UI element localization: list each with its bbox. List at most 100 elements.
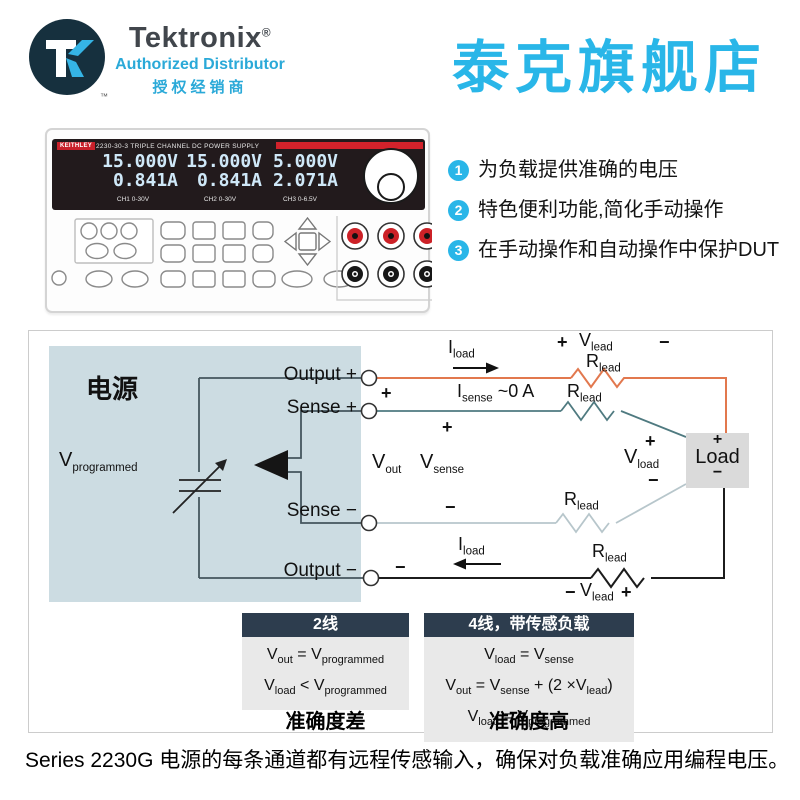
current-arrow-right-icon (453, 362, 499, 374)
tm-mark: ™ (100, 92, 108, 101)
ch3-label: CH3 0-6.5V (283, 196, 317, 203)
resistor-icon (555, 512, 610, 534)
brand-name: Tektronix® (128, 22, 272, 54)
i-load-label: Iload (448, 337, 475, 361)
v-lead-minus-sign: − (659, 332, 670, 352)
opamp-triangle-icon (254, 450, 288, 480)
i-sense-label: Isense ~0 A (457, 381, 535, 405)
remote-sense-diagram: 电源 Vprogrammed Output + Sense + Sense − … (28, 330, 773, 742)
display-voltages: 15.000V 15.000V 5.000V (88, 153, 340, 171)
feature-item: 1 为负载提供准确的电压 (448, 158, 798, 183)
load-minus-sign: − (712, 464, 723, 481)
ch3-current: 2.071A (272, 170, 338, 191)
ch3-voltage: 5.000V (272, 151, 338, 172)
four-wire-table: 4线，带传感负载 Vload = Vsense Vout = Vsense + … (424, 613, 634, 742)
v-lead-plus-sign: + (557, 332, 568, 352)
v-lead-label: Vlead (580, 580, 614, 604)
bottom-caption: Series 2230G 电源的每条通道都有远程传感输入，确保对负载准确应用编程… (25, 749, 790, 772)
v-sense-minus-sign: − (445, 497, 456, 517)
load-plus-sign: + (712, 431, 723, 448)
channel-labels: CH1 0-30V CH2 0-30V CH3 0-6.5V (88, 196, 340, 203)
feature-item: 3 在手动操作和自动操作中保护DUT (448, 238, 798, 263)
source-arrowhead-icon (215, 459, 227, 471)
brand-tagline: Authorized Distributor (115, 56, 285, 73)
r-lead-label: Rlead (564, 489, 599, 513)
terminal-label-sense-pos: Sense + (286, 397, 357, 418)
load-label: Load (695, 446, 740, 468)
store-title: 泰克旗舰店 (452, 36, 767, 100)
v-load-label: Vload (624, 446, 660, 471)
two-wire-verdict: 准确度差 (285, 711, 366, 733)
ch1-voltage: 15.000V (102, 151, 178, 172)
resistor-icon (590, 567, 645, 589)
four-wire-header: 4线，带传感负载 (424, 613, 634, 637)
terminal-label-output-pos: Output + (283, 364, 357, 385)
supply-label: 电源 (86, 374, 139, 404)
binding-posts-red (341, 222, 432, 250)
resistor-icon (560, 400, 615, 422)
power-button-icon (51, 270, 67, 286)
v-out-minus-sign: − (395, 557, 406, 577)
four-wire-verdict: 准确度高 (489, 711, 569, 733)
v-programmed-label: Vprogrammed (59, 449, 138, 474)
v-sense-plus-sign: + (442, 417, 453, 437)
terminal-sense-minus-icon (360, 514, 378, 532)
terminal-label-sense-neg: Sense − (286, 500, 357, 521)
ch2-current: 0.841A (196, 170, 262, 191)
feature-text: 为负载提供准确的电压 (478, 159, 678, 181)
terminal-label-output-neg: Output − (283, 560, 357, 581)
load-box-labels: + Load − (686, 431, 749, 488)
equation: Vout = Vprogrammed (266, 646, 385, 667)
equation: Vout = Vsense + (2 ×Vlead) (445, 677, 613, 698)
wire-sense-neg (377, 483, 687, 524)
rotary-knob-icon (363, 148, 419, 204)
r-lead-label: Rlead (592, 541, 627, 565)
model-title: 2230-30-3 TRIPLE CHANNEL DC POWER SUPPLY (96, 143, 260, 150)
keypad-area (51, 216, 432, 301)
power-supply-panel (49, 346, 361, 602)
two-wire-table: 2线 Vout = Vprogrammed Vload < Vprogramme… (242, 613, 409, 711)
registered-mark: ® (261, 25, 272, 40)
ch2-label: CH2 0-30V (203, 196, 237, 203)
brand-tagline-cn: 授权经销商 (152, 79, 248, 96)
feature-list: 1 为负载提供准确的电压 2 特色便利功能,简化手动操作 3 在手动操作和自动操… (448, 158, 798, 278)
r-lead-label: Rlead (567, 381, 602, 405)
front-panel-display: KEITHLEY 2230-30-3 TRIPLE CHANNEL DC POW… (52, 139, 425, 210)
binding-post-red-icon (341, 222, 369, 250)
output-terminal-frame (336, 216, 432, 301)
v-out-label: Vout (372, 451, 402, 476)
v-lead-label: Vlead (579, 330, 613, 354)
binding-post-red-icon (413, 222, 432, 250)
terminal-output-minus-icon (362, 569, 380, 587)
feature-item: 2 特色便利功能,简化手动操作 (448, 198, 798, 223)
two-wire-header: 2线 (242, 613, 409, 637)
ch1-current: 0.841A (112, 170, 178, 191)
variable-source-icon (172, 462, 224, 514)
wire-output-pos (377, 377, 727, 433)
feature-number-badge: 3 (448, 240, 469, 261)
current-arrow-left-icon (453, 558, 501, 570)
binding-post-red-icon (377, 222, 405, 250)
i-load-label: Iload (458, 534, 485, 558)
terminal-sense-plus-icon (360, 402, 378, 420)
display-currents: 0.841A 0.841A 2.071A (88, 172, 340, 190)
wire-sense-pos (377, 410, 687, 438)
red-stripe (276, 142, 423, 149)
v-lead-plus-sign: + (621, 582, 632, 602)
binding-post-black-icon (377, 260, 405, 288)
v-load-plus-sign: + (645, 431, 656, 451)
v-load-minus-sign: − (648, 470, 659, 490)
binding-post-black-icon (341, 260, 369, 288)
feature-text: 特色便利功能,简化手动操作 (478, 199, 724, 221)
terminal-output-plus-icon (360, 369, 378, 387)
ch1-label: CH1 0-30V (116, 196, 150, 203)
v-lead-minus-sign: − (565, 582, 576, 602)
feature-text: 在手动操作和自动操作中保护DUT (478, 239, 780, 261)
keithley-badge: KEITHLEY (57, 142, 96, 150)
binding-posts-black (341, 260, 432, 288)
equation: Vload = Vsense (484, 646, 574, 667)
equation: Vload < Vprogrammed (264, 677, 387, 698)
power-supply-image: KEITHLEY 2230-30-3 TRIPLE CHANNEL DC POW… (45, 128, 432, 313)
feature-number-badge: 1 (448, 160, 469, 181)
